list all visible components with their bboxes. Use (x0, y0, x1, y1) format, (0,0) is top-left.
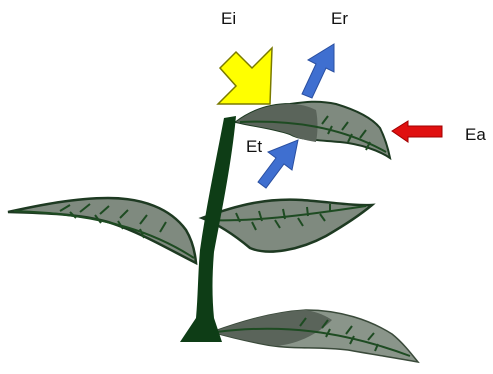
label-ei: Ei (221, 9, 236, 28)
arrow-transmitted-shape (258, 140, 298, 188)
arrow-reflected-shape (302, 44, 334, 98)
label-et: Et (246, 137, 262, 156)
arrow-incident-shape (218, 48, 272, 104)
leaf-left (8, 198, 196, 263)
arrow-incident (218, 48, 272, 104)
label-ea: Ea (465, 125, 486, 144)
arrow-reflected (302, 44, 334, 98)
arrow-absorbed (392, 121, 442, 142)
leaf-middle-right-blade (202, 200, 372, 252)
arrow-transmitted (258, 140, 298, 188)
leaf-left-blade (8, 198, 196, 263)
leaf-middle-right (202, 200, 372, 252)
leaf-bottom-right (212, 310, 418, 362)
arrow-absorbed-shape (392, 121, 442, 142)
label-er: Er (331, 9, 348, 28)
plant (8, 102, 418, 362)
